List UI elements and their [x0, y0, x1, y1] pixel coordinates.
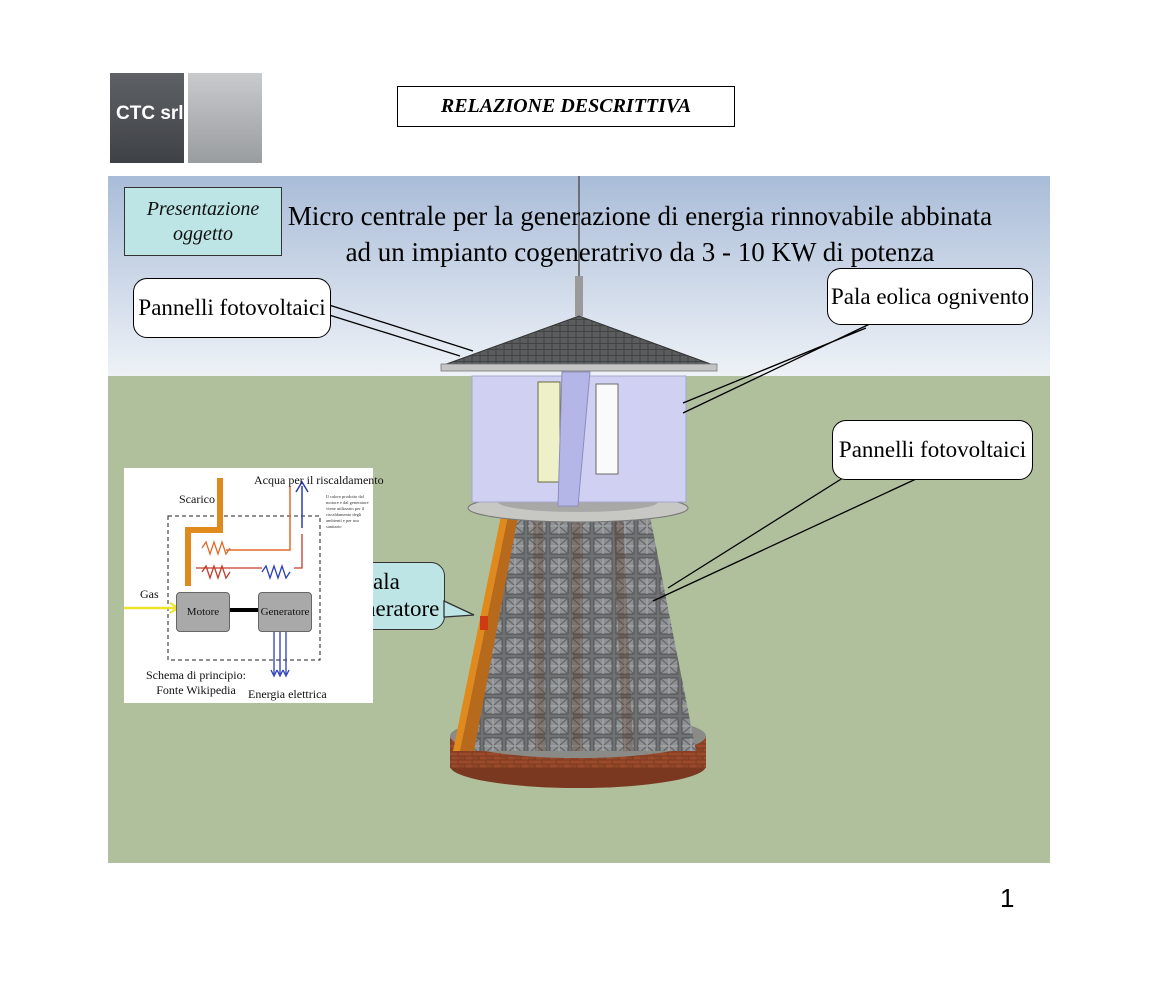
callout-pannelli-fotovoltaici-right: Pannelli fotovoltaici — [832, 420, 1033, 480]
callout-sala-pointer — [443, 599, 475, 618]
callout-pannelli-fotovoltaici-top: Pannelli fotovoltaici — [133, 278, 331, 338]
schema-energia-label: Energia elettrica — [248, 687, 327, 701]
page-number: 1 — [1000, 883, 1015, 913]
logo-gray-block — [188, 73, 262, 163]
schema-acqua-label: Acqua per il riscaldamento — [254, 473, 384, 487]
schema-generatore-box: Generatore — [258, 592, 312, 632]
header-title: RELAZIONE DESCRITTIVA — [440, 95, 692, 117]
schema-motore-box: Motore — [176, 592, 230, 632]
logo-text: CTC srl — [116, 103, 184, 124]
presentation-label: Presentazione oggetto — [146, 198, 260, 245]
company-logo: CTC srl — [110, 73, 184, 163]
schema-motore-label: Motore — [186, 606, 220, 618]
schema-scarico-label: Scarico — [179, 492, 215, 506]
presentation-label-box: Presentazione oggetto — [124, 187, 282, 256]
schema-fonte-label: Schema di principio: Fonte Wikipedia — [146, 668, 246, 697]
document-header: RELAZIONE DESCRITTIVA — [397, 86, 735, 127]
callout-pannelli-top-text: Pannelli fotovoltaici — [138, 295, 326, 320]
callout-pannelli-right-text: Pannelli fotovoltaici — [838, 437, 1027, 462]
callout-pala-eolica: Pala eolica ognivento — [827, 268, 1033, 325]
schema-gas-label: Gas — [140, 587, 159, 601]
callout-pala-text: Pala eolica ognivento — [831, 283, 1029, 309]
schema-note: Il calore prodotto dal motore e dal gene… — [326, 494, 369, 529]
main-title: Micro centrale per la generazione di ene… — [287, 201, 993, 267]
cogeneration-schema: Acqua per il riscaldamento Scarico Gas M… — [124, 468, 384, 703]
schema-svg — [124, 478, 321, 678]
schema-generatore-label: Generatore — [260, 606, 310, 618]
